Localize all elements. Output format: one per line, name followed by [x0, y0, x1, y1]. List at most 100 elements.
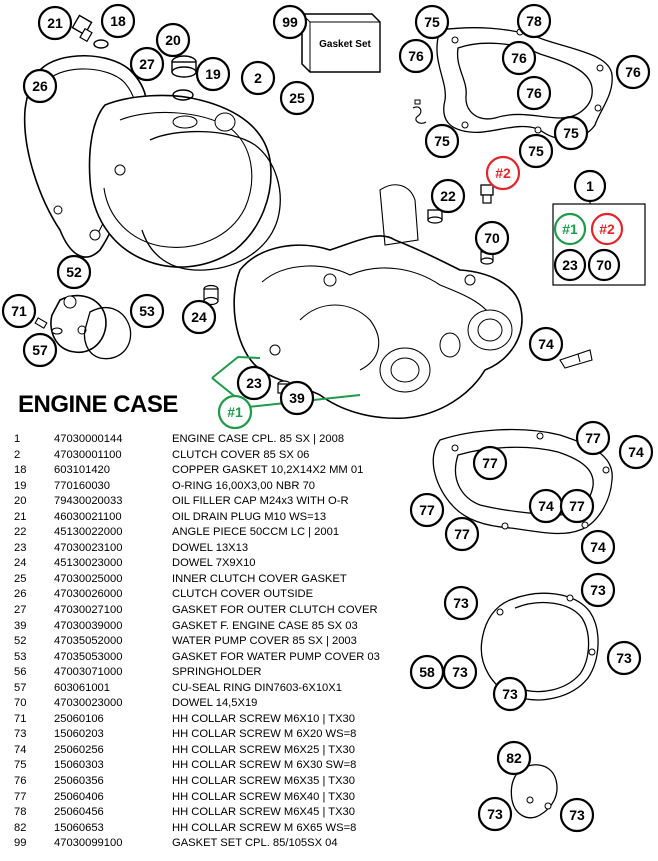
callout-73-e: 73 — [492, 676, 528, 712]
part-description: ENGINE CASE CPL. 85 SX | 2008 — [172, 433, 345, 445]
svg-text:74: 74 — [628, 444, 644, 460]
svg-text:74: 74 — [538, 498, 554, 514]
svg-text:26: 26 — [32, 78, 48, 94]
part-number: 47030027100 — [54, 604, 123, 617]
part-description: CLUTCH COVER 85 SX 06 — [172, 448, 310, 461]
callout-53: 53 — [129, 293, 165, 329]
part-description: SPRINGHOLDER — [172, 666, 262, 679]
part-position: 21 — [14, 510, 27, 523]
svg-text:23: 23 — [562, 257, 578, 273]
svg-text:2: 2 — [254, 70, 262, 86]
svg-text:19: 19 — [205, 66, 221, 82]
part-position: 19 — [14, 479, 27, 492]
callout-hash1-box: #1 — [553, 212, 587, 246]
callout-73-d: 73 — [606, 640, 642, 676]
callout-77-c: 77 — [409, 492, 445, 528]
clutch-cover — [88, 94, 272, 268]
callout-74-b: 74 — [618, 434, 654, 470]
part-description: OIL FILLER CAP M24x3 WITH O-R — [172, 495, 349, 508]
part-number: 15060653 — [54, 821, 104, 834]
svg-text:58: 58 — [419, 664, 435, 680]
callout-26: 26 — [22, 68, 58, 104]
part-position: 57 — [14, 681, 27, 694]
callout-77-b: 77 — [472, 445, 508, 481]
svg-text:73: 73 — [453, 595, 469, 611]
water-pump-cover — [50, 294, 107, 353]
part-description: OIL DRAIN PLUG M10 WS=13 — [172, 510, 327, 523]
part-position: 75 — [14, 759, 27, 772]
svg-text:22: 22 — [440, 188, 456, 204]
part-description: O-RING 16,00X3,00 NBR 70 — [172, 479, 316, 492]
part-description: INNER CLUTCH COVER GASKET — [172, 572, 347, 585]
part-number: 25060356 — [54, 775, 104, 788]
part-description: HH COLLAR SCREW M 6X65 WS=8 — [172, 821, 357, 834]
part-position: 74 — [14, 743, 27, 756]
svg-text:77: 77 — [585, 430, 601, 446]
svg-text:27: 27 — [139, 56, 155, 72]
svg-text:77: 77 — [569, 498, 585, 514]
copper-gasket — [93, 39, 109, 49]
callout-77-e: 77 — [444, 516, 480, 552]
part-number: 15060303 — [54, 759, 104, 772]
part-position: 76 — [14, 775, 27, 788]
callout-78: 78 — [516, 3, 552, 39]
callout-39: 39 — [279, 380, 315, 416]
screw-71 — [34, 317, 48, 329]
svg-text:23: 23 — [246, 375, 262, 391]
part-position: 20 — [14, 495, 27, 508]
svg-text:76: 76 — [511, 50, 527, 66]
parts-list-row: 21 46030021100 OIL DRAIN PLUG M10 WS=13 — [14, 510, 434, 526]
part-description: GASKET F. ENGINE CASE 85 SX 03 — [172, 619, 358, 632]
svg-text:70: 70 — [484, 230, 500, 246]
part-number: 47030025000 — [54, 572, 123, 585]
svg-text:20: 20 — [165, 32, 181, 48]
svg-text:99: 99 — [282, 14, 298, 30]
svg-text:75: 75 — [424, 14, 440, 30]
callout-hash2-red: #2 — [485, 155, 521, 191]
part-number: 46030021100 — [54, 510, 122, 523]
part-description: HH COLLAR SCREW M6X35 | TX30 — [172, 775, 355, 788]
svg-text:#2: #2 — [495, 165, 511, 181]
part-position: 23 — [14, 541, 27, 554]
part-position: 22 — [14, 526, 27, 539]
part-description: HH COLLAR SCREW M6X25 | TX30 — [172, 743, 355, 756]
part-position: 25 — [14, 572, 27, 585]
part-position: 70 — [14, 697, 27, 710]
svg-text:75: 75 — [528, 143, 544, 159]
svg-text:76: 76 — [408, 48, 424, 64]
callout-25: 25 — [279, 80, 315, 116]
callout-21: 21 — [37, 5, 73, 41]
part-position: 78 — [14, 806, 27, 819]
callout-77-a: 77 — [575, 420, 611, 456]
svg-text:1: 1 — [586, 178, 594, 194]
callout-27: 27 — [129, 46, 165, 82]
callout-76-d: 76 — [516, 75, 552, 111]
callout-76-b: 76 — [501, 40, 537, 76]
part-number: 47030026000 — [54, 588, 123, 601]
callout-18: 18 — [100, 3, 136, 39]
callout-76-c: 76 — [615, 54, 651, 90]
part-position: 77 — [14, 790, 27, 803]
callout-77-d: 77 — [559, 488, 595, 524]
part-description: HH COLLAR SCREW M6X40 | TX30 — [172, 790, 355, 803]
svg-text:25: 25 — [289, 90, 305, 106]
svg-text:82: 82 — [506, 750, 522, 766]
page-title: ENGINE CASE — [18, 391, 178, 418]
callout-1: 1 — [573, 169, 607, 203]
part-description: GASKET FOR WATER PUMP COVER 03 — [172, 650, 380, 663]
svg-text:78: 78 — [526, 13, 542, 29]
callout-hash2-box: #2 — [590, 212, 624, 246]
part-number: 25060456 — [54, 806, 104, 819]
part-description: ANGLE PIECE 50CCM LC | 2001 — [172, 526, 340, 539]
part-description: HH COLLAR SCREW M6X45 | TX30 — [172, 806, 355, 819]
callout-22: 22 — [430, 178, 466, 214]
part-position: 1 — [14, 433, 21, 445]
callout-76-a: 76 — [398, 38, 434, 74]
part-number: 15060203 — [54, 728, 104, 741]
